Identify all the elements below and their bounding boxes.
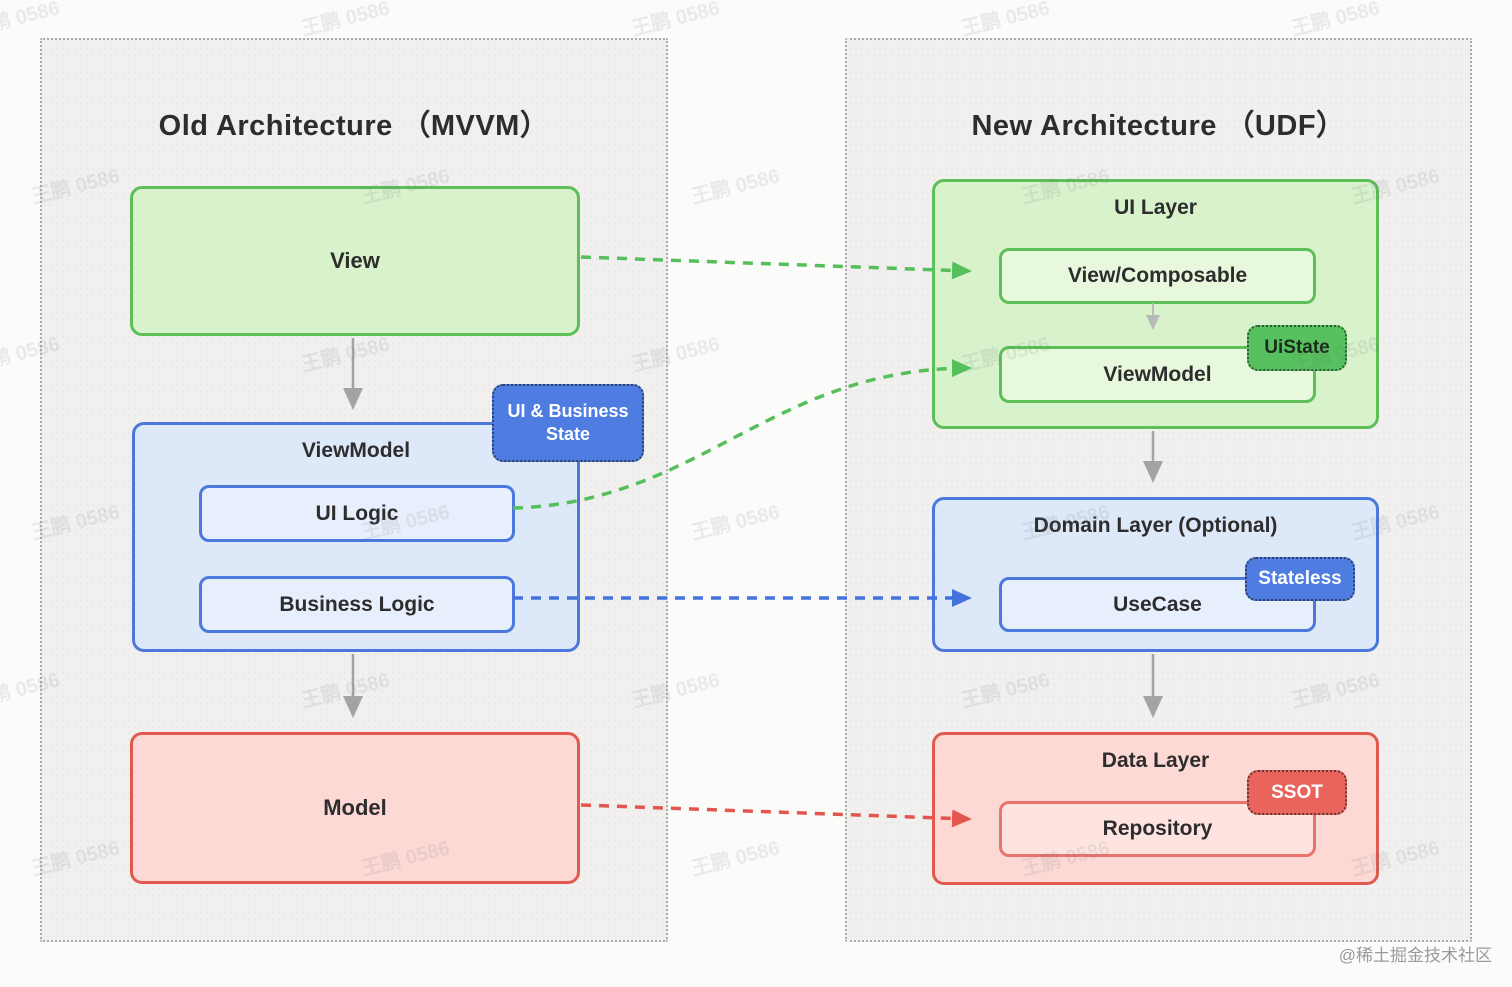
ui-layer-box: UI Layer View/Composable ViewModel UiSta…	[932, 179, 1379, 429]
ssot-label: SSOT	[1271, 781, 1323, 803]
ui-business-state-label: UI & Business State	[507, 400, 629, 444]
domain-layer-label: Domain Layer (Optional)	[1033, 514, 1278, 537]
usecase-label: UseCase	[1113, 592, 1202, 616]
watermark-text: 王鹏 0586	[689, 501, 782, 545]
new-architecture-panel: New Architecture （UDF） UI Layer View/Com…	[845, 38, 1472, 942]
ui-business-state-badge: UI & Business State	[492, 384, 644, 462]
new-architecture-title: New Architecture （UDF）	[971, 110, 1346, 142]
uistate-label: UiState	[1264, 337, 1330, 358]
model-box: Model	[130, 732, 580, 884]
view-composable-label: View/Composable	[1067, 264, 1248, 287]
viewmodel-label: ViewModel	[301, 439, 411, 462]
stateless-label: Stateless	[1258, 567, 1342, 589]
data-layer-box: Data Layer Repository SSOT	[932, 732, 1379, 885]
right-viewmodel-label: ViewModel	[1103, 362, 1212, 386]
repository-label: Repository	[1102, 817, 1213, 840]
uistate-badge: UiState	[1247, 325, 1347, 371]
stateless-badge: Stateless	[1245, 557, 1355, 601]
ssot-badge: SSOT	[1247, 770, 1347, 815]
ui-logic-box: UI Logic	[199, 485, 515, 542]
view-label: View	[330, 248, 380, 273]
business-logic-box: Business Logic	[199, 576, 515, 633]
view-composable-box: View/Composable	[999, 248, 1316, 304]
domain-layer-box: Domain Layer (Optional) UseCase Stateles…	[932, 497, 1379, 652]
watermark-text: 王鹏 0586	[959, 0, 1052, 41]
old-architecture-panel: Old Architecture （MVVM） View ViewModel U…	[40, 38, 668, 942]
ui-logic-label: UI Logic	[315, 501, 399, 525]
watermark-text: 王鹏 0586	[689, 165, 782, 209]
ui-layer-label: UI Layer	[1114, 196, 1197, 219]
old-architecture-title: Old Architecture （MVVM）	[158, 110, 550, 142]
data-layer-label: Data Layer	[1101, 749, 1210, 772]
watermark-text: 王鹏 0586	[1289, 0, 1382, 41]
watermark-text: 王鹏 0586	[299, 0, 392, 41]
model-label: Model	[323, 795, 387, 820]
watermark-text: 王鹏 0586	[689, 837, 782, 881]
view-box: View	[130, 186, 580, 336]
business-logic-label: Business Logic	[279, 592, 435, 616]
watermark-text: 王鹏 0586	[629, 0, 722, 41]
credit-watermark: @稀土掘金技术社区	[1338, 946, 1492, 965]
watermark-text: 王鹏 0586	[0, 0, 62, 41]
